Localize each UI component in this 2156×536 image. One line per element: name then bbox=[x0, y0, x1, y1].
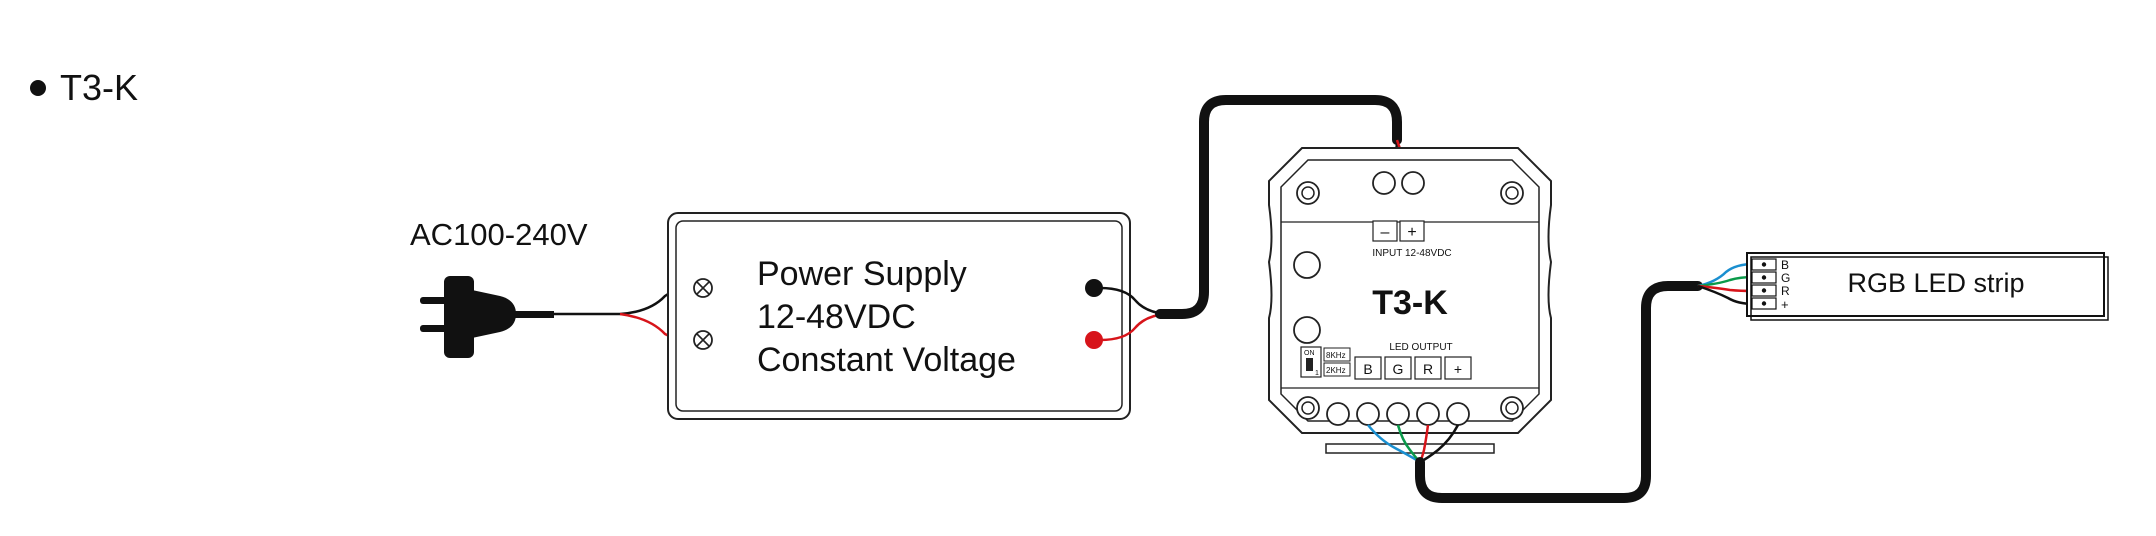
strip-pin-b-label: B bbox=[1781, 258, 1789, 272]
led-output-cable bbox=[1415, 281, 1703, 503]
output-terminal bbox=[1356, 402, 1380, 426]
strip-pin-icon bbox=[1751, 284, 1777, 297]
switch-on-label: ON bbox=[1304, 350, 1315, 357]
input-voltage-label: INPUT 12-48VDC bbox=[1372, 248, 1451, 259]
screw-hole-icon bbox=[1500, 181, 1524, 205]
dc-wires bbox=[1099, 286, 1166, 342]
switch-number-label: 1 bbox=[1315, 370, 1319, 377]
input-terminal-positive bbox=[1401, 171, 1425, 195]
controller-model-name: T3-K bbox=[1372, 284, 1448, 322]
dc-input-cable bbox=[1155, 95, 1402, 319]
input-terminal-negative bbox=[1372, 171, 1396, 195]
ac-terminal-top bbox=[693, 278, 713, 298]
knob-icon bbox=[1293, 316, 1321, 344]
strip-pin-icon bbox=[1751, 258, 1777, 271]
rgb-led-strip: B G R + RGB LED strip bbox=[1746, 252, 2109, 321]
input-minus-label: – bbox=[1381, 224, 1390, 241]
strip-pin-icon bbox=[1751, 271, 1777, 284]
bullet-icon bbox=[30, 80, 46, 96]
psu-label-line2: 12-48VDC bbox=[757, 298, 916, 336]
knob-icon bbox=[1293, 251, 1321, 279]
output-b-label: B bbox=[1363, 361, 1372, 377]
power-supply-unit: Power Supply 12-48VDC Constant Voltage bbox=[667, 212, 1131, 420]
ac-terminal-bottom bbox=[693, 330, 713, 350]
output-terminal bbox=[1386, 402, 1410, 426]
freq-high-label: 8KHz bbox=[1326, 351, 1346, 360]
input-plus-label: + bbox=[1407, 224, 1416, 241]
psu-output-negative bbox=[1085, 279, 1103, 297]
strip-pin-icon bbox=[1751, 297, 1777, 310]
led-strip-label: RGB LED strip bbox=[1847, 268, 2024, 298]
output-terminal bbox=[1416, 402, 1440, 426]
psu-label-line3: Constant Voltage bbox=[757, 341, 1016, 379]
screw-hole-icon bbox=[1296, 396, 1320, 420]
psu-label-line1: Power Supply bbox=[757, 255, 967, 293]
screw-hole-icon bbox=[1296, 181, 1320, 205]
output-r-label: R bbox=[1423, 361, 1433, 377]
strip-wires bbox=[1697, 262, 1755, 306]
t3k-controller: – + INPUT 12-48VDC T3-K ON 1 8KHz 2KHz L… bbox=[1267, 147, 1553, 454]
output-g-label: G bbox=[1393, 361, 1404, 377]
strip-pin-r-label: R bbox=[1781, 284, 1790, 298]
led-output-label: LED OUTPUT bbox=[1389, 342, 1452, 353]
output-terminal bbox=[1326, 402, 1350, 426]
page-heading: T3-K bbox=[60, 67, 138, 108]
ac-plug-icon bbox=[420, 276, 554, 358]
freq-low-label: 2KHz bbox=[1326, 366, 1346, 375]
output-terminal bbox=[1446, 402, 1470, 426]
frequency-dip-switch: ON 1 8KHz 2KHz bbox=[1300, 346, 1351, 378]
strip-pin-plus-label: + bbox=[1781, 297, 1789, 312]
strip-pin-g-label: G bbox=[1781, 271, 1790, 285]
psu-output-positive bbox=[1085, 331, 1103, 349]
screw-hole-icon bbox=[1500, 396, 1524, 420]
ac-voltage-label: AC100-240V bbox=[410, 217, 588, 252]
output-plus-label: + bbox=[1454, 361, 1462, 377]
